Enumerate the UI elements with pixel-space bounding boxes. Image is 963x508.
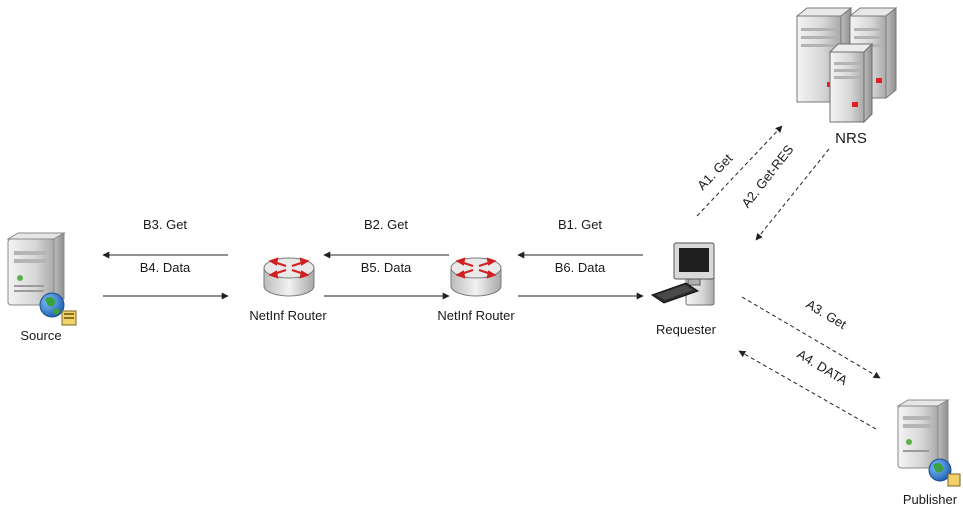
server-globe-icon xyxy=(6,232,77,326)
label-b3: B3. Get xyxy=(143,217,187,232)
label-a4: A4. DATA xyxy=(795,346,851,388)
server-stack-icon xyxy=(795,6,898,124)
source-node: Source xyxy=(6,232,77,343)
label-a1: A1. Get xyxy=(694,151,736,193)
nrs-label: NRS xyxy=(835,130,867,147)
router-right-label: NetInf Router xyxy=(437,308,515,323)
nrs-node: NRS xyxy=(795,6,898,147)
router-left-label: NetInf Router xyxy=(249,308,327,323)
publisher-node: Publisher xyxy=(896,399,961,507)
server-globe-icon xyxy=(896,399,961,487)
requester-node: Requester xyxy=(650,242,717,337)
router-icon xyxy=(450,257,502,297)
label-b2: B2. Get xyxy=(364,217,408,232)
label-b5: B5. Data xyxy=(361,260,412,275)
requester-label: Requester xyxy=(656,322,717,337)
publisher-label: Publisher xyxy=(903,492,958,507)
router-left-node: NetInf Router xyxy=(249,257,327,323)
desktop-computer-icon xyxy=(650,242,715,306)
label-b6: B6. Data xyxy=(555,260,606,275)
router-icon xyxy=(263,257,315,297)
router-right-node: NetInf Router xyxy=(437,257,515,323)
label-b4: B4. Data xyxy=(140,260,191,275)
arrow-a3 xyxy=(741,296,881,379)
arrow-a2 xyxy=(755,148,830,241)
source-label: Source xyxy=(20,328,61,343)
arrow-a4 xyxy=(738,350,877,430)
label-a3: A3. Get xyxy=(804,296,850,332)
label-b1: B1. Get xyxy=(558,217,602,232)
